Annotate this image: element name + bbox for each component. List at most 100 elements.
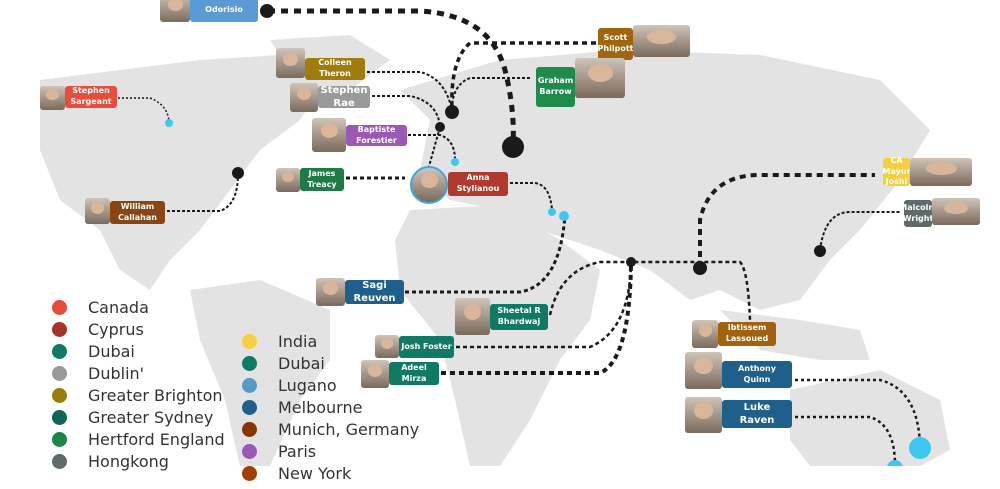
- person-card[interactable]: Josh Foster: [375, 335, 454, 358]
- legend-dot-icon: [52, 431, 67, 447]
- legend-item: Hongkong: [52, 450, 225, 472]
- name-line: Forestier: [356, 135, 397, 145]
- name-line: Anna Stylianou: [456, 173, 500, 193]
- legend-item: Greater Brighton: [52, 384, 225, 406]
- avatar: [276, 48, 305, 78]
- legend-item: Canada: [52, 296, 225, 318]
- name-line: Graham: [537, 76, 574, 86]
- name-line: Colleen: [318, 58, 352, 68]
- name-line: Stephen: [72, 86, 110, 96]
- legend-label: Greater Brighton: [88, 385, 223, 405]
- legend-label: Dubai: [278, 353, 325, 373]
- name-line: Lassoued: [725, 334, 769, 343]
- avatar: [290, 83, 318, 112]
- avatar: [276, 168, 300, 192]
- avatar: [375, 335, 399, 358]
- name-line: Wright: [902, 213, 934, 223]
- legend-item: Hertford England: [52, 428, 225, 450]
- legend-dot-icon: [52, 409, 67, 425]
- name-line: Raven: [739, 415, 775, 426]
- name-line: James: [308, 168, 336, 178]
- avatar: [455, 298, 490, 335]
- legend-label: Canada: [88, 297, 149, 317]
- legend-label: Munich, Germany: [278, 419, 420, 439]
- person-name-label: Adeel Mirza: [389, 362, 439, 385]
- legend-item: Dubai: [52, 340, 225, 362]
- legend-label: Dubai: [88, 341, 135, 361]
- name-line: Scott: [603, 33, 628, 43]
- name-line: Adeel Mirza: [401, 362, 427, 383]
- person-card[interactable]: Adeel Mirza: [361, 360, 439, 388]
- africa: [395, 205, 600, 466]
- name-line: Ibtissem: [727, 323, 767, 333]
- name-line: Josh Foster: [401, 341, 452, 351]
- europe-asia: [400, 50, 930, 310]
- legend-label: Paris: [278, 441, 317, 461]
- person-card[interactable]: Anna Stylianou: [410, 166, 508, 204]
- avatar: [685, 397, 722, 433]
- name-line: Baptiste: [357, 124, 396, 134]
- legend-item: Dublin': [52, 362, 225, 384]
- name-line: Odorisio: [205, 4, 243, 14]
- legend-label: Dublin': [88, 363, 145, 383]
- legend-item: Cyprus: [52, 318, 225, 340]
- avatar: [692, 320, 718, 348]
- name-line: Malcolm: [899, 202, 937, 212]
- avatar: [316, 278, 345, 306]
- legend-label: Melbourne: [278, 397, 363, 417]
- person-card[interactable]: Odorisio: [160, 0, 258, 22]
- avatar: [575, 58, 625, 98]
- legend-label: Greater Sydney: [88, 407, 214, 427]
- legend-item: Dubai: [242, 352, 419, 374]
- avatar: [312, 118, 346, 152]
- legend-item: Lugano: [242, 374, 419, 396]
- legend-dot-icon: [52, 387, 67, 403]
- person-name-label: Anna Stylianou: [448, 172, 508, 196]
- legend-item: Melbourne: [242, 396, 419, 418]
- name-line: Treacy: [307, 179, 337, 189]
- name-line: Sagi: [362, 279, 387, 291]
- continents: [40, 35, 950, 466]
- legend-item: Greater Sydney: [52, 406, 225, 428]
- name-line: Stephen: [320, 84, 368, 96]
- legend-item: Munich, Germany: [242, 418, 419, 440]
- legend-label: India: [278, 331, 318, 351]
- south-america: [190, 280, 330, 466]
- legend-dot-icon: [242, 443, 257, 459]
- name-line: Philpott: [597, 44, 634, 53]
- avatar: [932, 198, 980, 225]
- north-america: [40, 55, 330, 290]
- legend-item: New York: [242, 462, 419, 484]
- legend-dot-icon: [242, 355, 257, 371]
- legend-dot-icon: [242, 377, 257, 393]
